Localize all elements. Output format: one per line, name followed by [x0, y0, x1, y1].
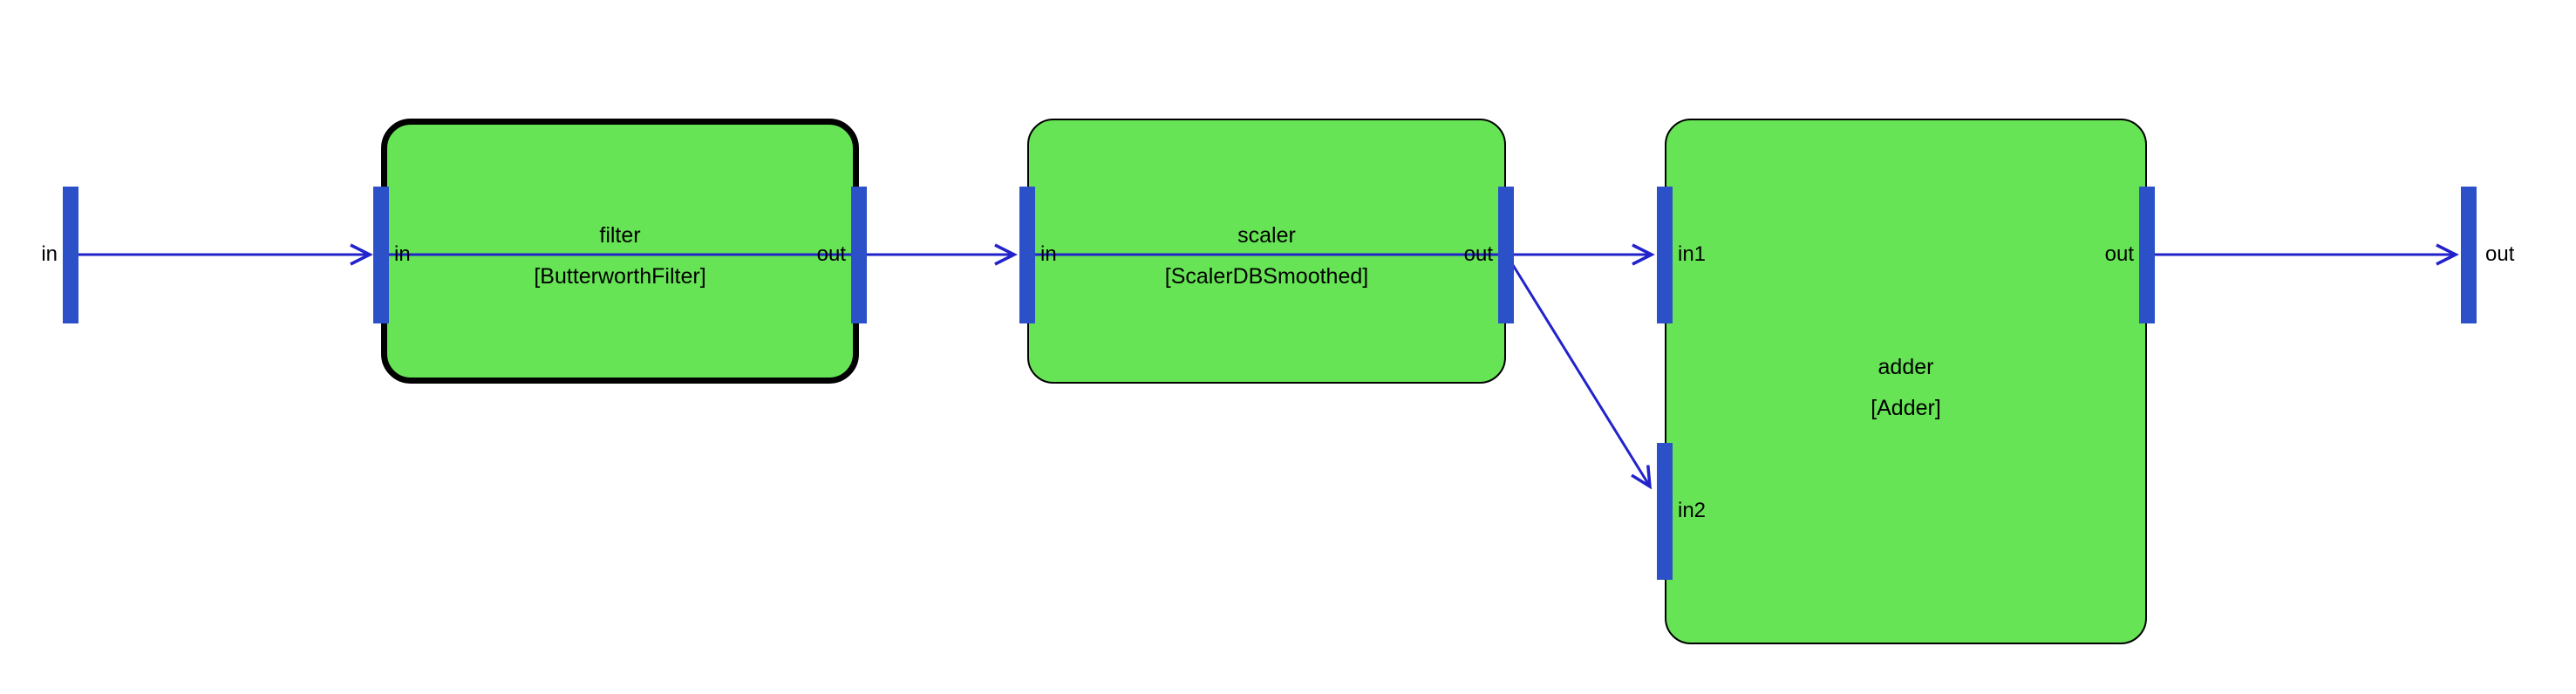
- port-filter-out-label: out: [816, 242, 846, 266]
- port-filter-in-label: in: [394, 242, 411, 266]
- port-adder-in1-label: in1: [1678, 242, 1707, 266]
- wire-scaler-out-to-adder-in2[interactable]: [1507, 257, 1653, 490]
- port-adder-in1[interactable]: [1657, 187, 1673, 323]
- external-input-label: in: [41, 242, 58, 266]
- port-adder-out[interactable]: [2139, 187, 2155, 323]
- external-output-port[interactable]: [2461, 187, 2477, 323]
- port-scaler-out-label: out: [1463, 242, 1493, 266]
- port-adder-out-label: out: [2104, 242, 2134, 266]
- port-scaler-in[interactable]: [1019, 187, 1035, 323]
- port-adder-in2[interactable]: [1657, 443, 1673, 580]
- port-scaler-out[interactable]: [1498, 187, 1514, 323]
- external-input-port[interactable]: [63, 187, 78, 323]
- port-filter-out[interactable]: [851, 187, 867, 323]
- node-scaler[interactable]: [1027, 119, 1506, 384]
- port-scaler-in-label: in: [1040, 242, 1057, 266]
- node-adder[interactable]: [1665, 119, 2147, 644]
- port-adder-in2-label: in2: [1678, 499, 1707, 522]
- port-filter-in[interactable]: [373, 187, 389, 323]
- external-output-label: out: [2485, 242, 2515, 266]
